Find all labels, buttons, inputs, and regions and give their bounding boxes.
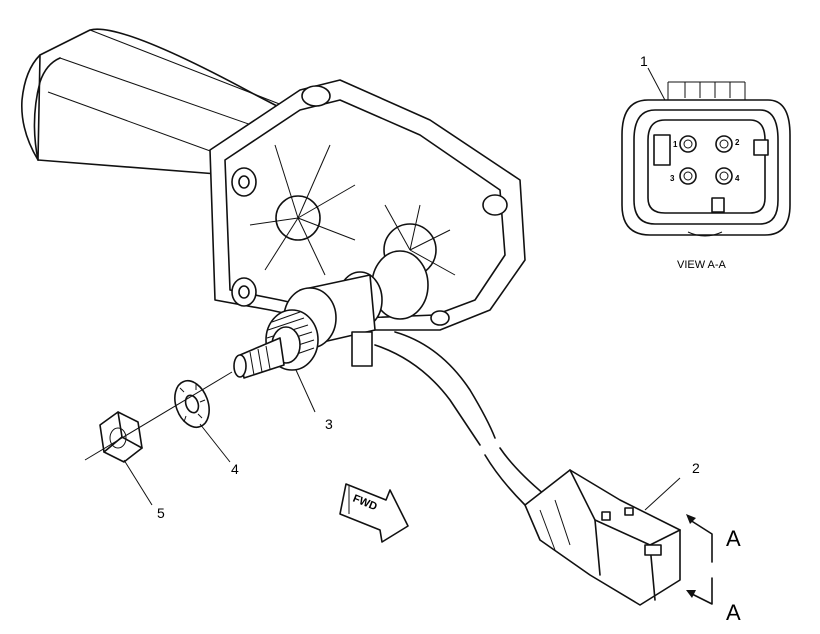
pin-label-4: 4 bbox=[735, 174, 740, 183]
callout-2: 2 bbox=[692, 460, 700, 476]
pin-label-2: 2 bbox=[735, 138, 740, 147]
washer-part bbox=[174, 379, 210, 429]
section-label-bottom: A bbox=[726, 600, 741, 625]
forward-arrow: FWD bbox=[339, 483, 409, 543]
assembly-centerline bbox=[84, 371, 233, 461]
view-label: VIEW A-A bbox=[677, 259, 727, 271]
section-marker bbox=[686, 514, 713, 605]
connector bbox=[524, 469, 681, 606]
pin-label-1: 1 bbox=[673, 140, 678, 149]
pin-label-3: 3 bbox=[670, 174, 675, 183]
callout-1: 1 bbox=[640, 53, 648, 69]
view-a-a-inset: 1 2 3 4 bbox=[621, 81, 791, 237]
callout-4: 4 bbox=[231, 461, 239, 477]
motor-assembly bbox=[21, 28, 526, 379]
callout-5: 5 bbox=[157, 505, 165, 521]
callout-3: 3 bbox=[325, 416, 333, 432]
wire-harness bbox=[374, 331, 546, 506]
nut-part bbox=[99, 411, 143, 463]
section-label-top: A bbox=[726, 526, 741, 551]
